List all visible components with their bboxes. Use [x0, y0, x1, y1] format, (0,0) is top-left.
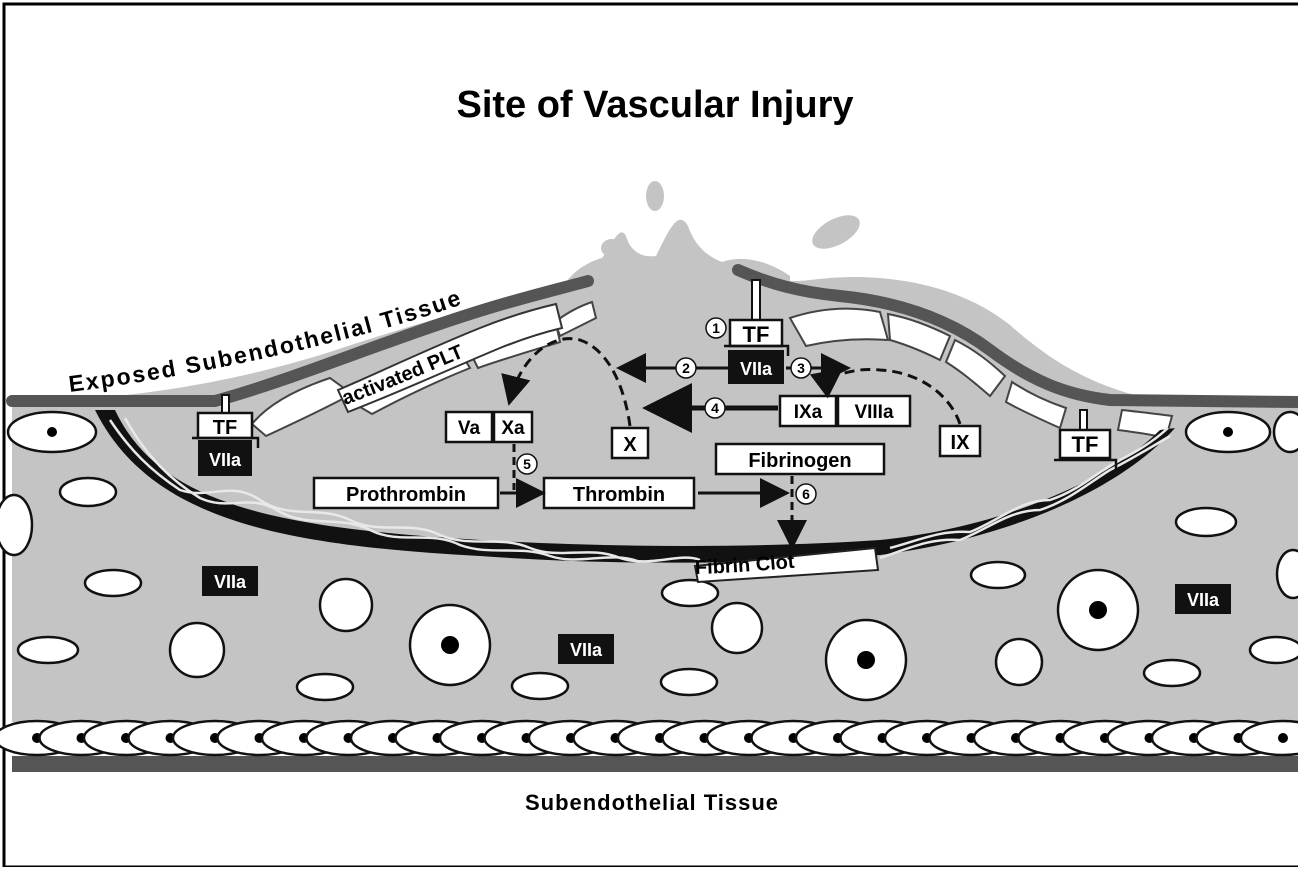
factor-ix: IX	[951, 432, 971, 454]
factor-fibrinogen: Fibrinogen	[748, 450, 851, 472]
tf-label: TF	[1072, 432, 1099, 457]
factor-viiia: VIIIa	[854, 402, 894, 423]
viia-label: VIIa	[209, 450, 242, 470]
free-viia-label: VIIa	[214, 572, 247, 592]
factor-prothrombin: Prothrombin	[346, 484, 466, 506]
step-1: 1	[712, 320, 720, 336]
free-viia-label: VIIa	[570, 640, 603, 660]
step-6: 6	[802, 486, 810, 502]
diagram-title: Site of Vascular Injury	[456, 84, 853, 126]
step-3: 3	[797, 360, 805, 376]
step-4: 4	[711, 400, 719, 416]
factor-thrombin: Thrombin	[573, 484, 665, 506]
step-2: 2	[682, 360, 690, 376]
tf-label: TF	[213, 417, 237, 439]
cell-nucleus	[1278, 733, 1288, 743]
tf-label: TF	[743, 322, 770, 347]
viia-label: VIIa	[740, 359, 773, 379]
subendothelial-tissue-label: Subendothelial Tissue	[525, 790, 779, 815]
factor-ixa: IXa	[794, 402, 823, 423]
factor-va: Va	[458, 418, 481, 439]
step-5: 5	[523, 456, 531, 472]
endothelial-cells-bottom	[0, 721, 1298, 755]
factor-xa: Xa	[501, 418, 525, 439]
free-viia-label: VIIa	[1187, 590, 1220, 610]
factor-x: X	[623, 434, 637, 456]
